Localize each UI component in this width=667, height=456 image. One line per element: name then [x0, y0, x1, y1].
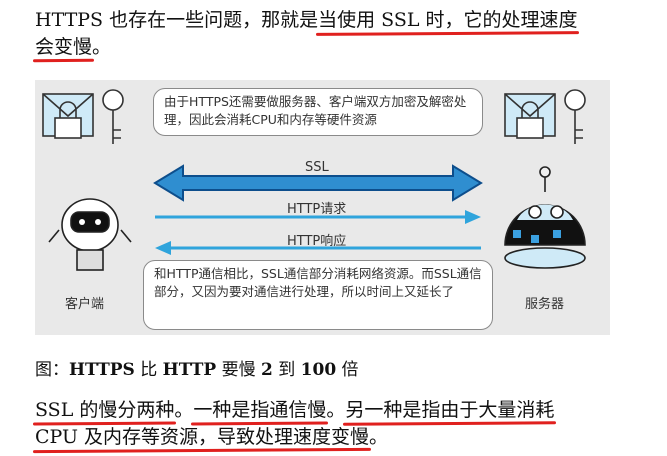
- caption-times: 倍: [336, 360, 359, 380]
- https-slow-figure: 由于HTTPS还需要做服务器、客户端双方加密及解密处理，因此会消耗CPU和内存等…: [35, 80, 610, 335]
- period: 。: [92, 36, 112, 58]
- ssl-double-arrow: [153, 164, 483, 202]
- period: 。: [326, 399, 346, 421]
- underlined-cpu: CPU 及内存等资源，导致处理速度变慢: [35, 426, 370, 448]
- client-label: 客户端: [65, 297, 105, 312]
- figure-graphics: [42, 89, 586, 271]
- underlined-resource: 另一种是指由于大量消耗: [345, 399, 555, 421]
- caption-slow: 要慢: [216, 360, 261, 380]
- caption-than: 比: [134, 360, 163, 380]
- caption-prefix: 图：: [35, 360, 69, 380]
- conclusion-paragraph: SSL 的慢分两种。一种是指通信慢。另一种是指由于大量消耗 CPU 及内存等资源…: [35, 397, 635, 451]
- http-request-arrow: [155, 210, 481, 224]
- period: 。: [174, 399, 194, 421]
- caption-https: HTTPS: [69, 360, 135, 380]
- key-icon-left: [102, 89, 124, 144]
- intro-paragraph: HTTPS 也存在一些问题，那就是当使用 SSL 时，它的处理速度 会变慢。: [35, 7, 635, 61]
- underlined-slow-text: 当使用 SSL 时，它的处理速度: [318, 9, 578, 31]
- underlined-comm-slow: 一种是指通信慢: [193, 399, 327, 421]
- client-robot-icon: [48, 198, 132, 271]
- http-response-label: HTTP响应: [287, 234, 347, 249]
- http-response-arrow: [155, 241, 481, 255]
- caption-to: 到: [272, 360, 301, 380]
- underlined-two-kinds: SSL 的慢分两种: [35, 399, 175, 421]
- period: 。: [369, 426, 389, 448]
- server-robot-icon: [504, 166, 586, 269]
- server-label: 服务器: [525, 297, 565, 312]
- underlined-slow-text-2: 会变慢: [35, 36, 93, 58]
- lock-envelope-icon-right: [504, 93, 556, 139]
- figure-caption: 图：HTTPS 比 HTTP 要慢 2 到 100 倍: [35, 355, 359, 380]
- key-icon-right: [564, 89, 586, 144]
- lock-envelope-icon-left: [42, 93, 94, 139]
- ssl-label: SSL: [305, 160, 329, 175]
- note-bottom: 和HTTP通信相比，SSL通信部分消耗网络资源。而SSL通信部分，又因为要对通信…: [143, 260, 493, 330]
- intro-text: HTTPS 也存在一些问题，那就是: [35, 9, 319, 31]
- caption-2: 2: [261, 360, 273, 380]
- caption-http: HTTP: [162, 360, 217, 380]
- note-top: 由于HTTPS还需要做服务器、客户端双方加密及解密处理，因此会消耗CPU和内存等…: [153, 88, 483, 136]
- caption-100: 100: [300, 360, 337, 380]
- http-request-label: HTTP请求: [287, 202, 347, 217]
